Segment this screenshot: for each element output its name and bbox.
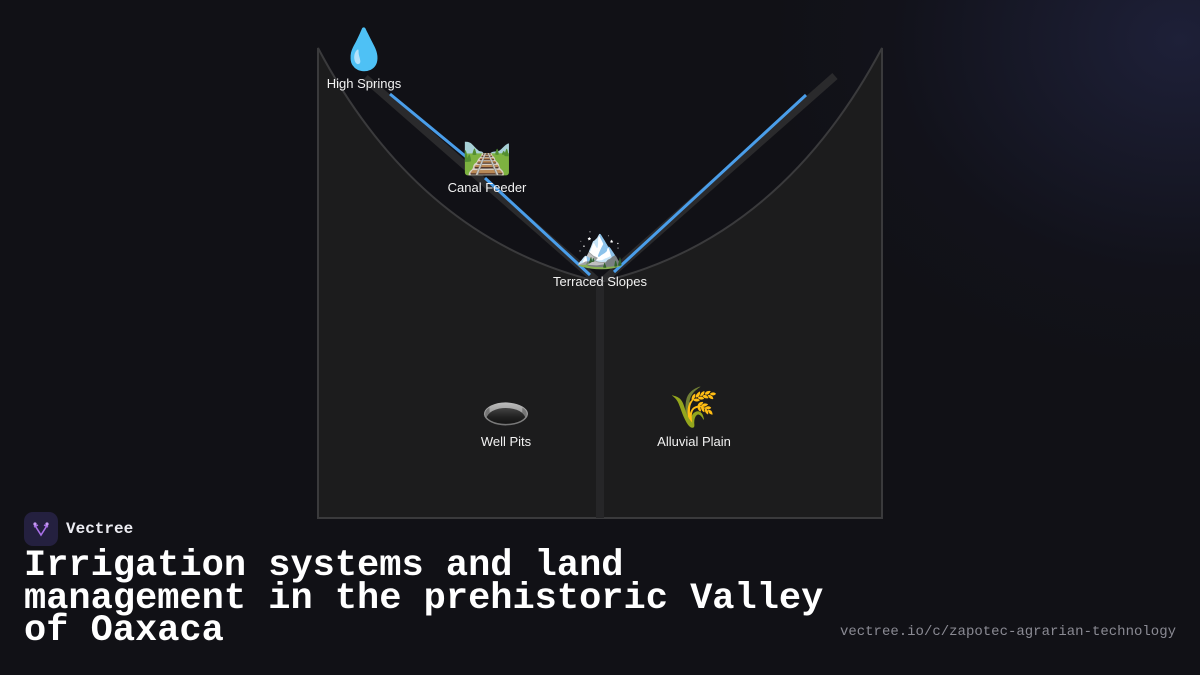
brand-name: Vectree (66, 520, 134, 538)
brand[interactable]: Vectree (24, 512, 133, 546)
hole-icon: 🕳️ (481, 385, 531, 431)
flow-canal-to-terraces (483, 176, 592, 277)
vectree-logo-icon (24, 512, 58, 546)
sheaf-of-rice-icon: 🌾 (669, 385, 719, 431)
node-alluvial-plain: 🌾 Alluvial Plain (657, 384, 731, 449)
page-title: Irrigation systems and land management i… (24, 545, 824, 652)
node-well-pits: 🕳️ Well Pits (481, 384, 531, 449)
droplet-icon: 💧 (339, 27, 389, 73)
node-label: High Springs (326, 76, 402, 91)
node-label: Alluvial Plain (657, 434, 731, 449)
node-high-springs: 💧 High Springs (327, 26, 401, 91)
node-terraced-slopes: 🏔️ Terraced Slopes (553, 224, 647, 289)
node-canal-feeder: 🛤️ Canal Feeder (448, 130, 527, 195)
source-url[interactable]: vectree.io/c/zapotec-agrarian-technology (839, 624, 1176, 640)
flow-right-slope (612, 93, 808, 274)
snow-capped-mountain-icon: 🏔️ (575, 225, 625, 271)
node-label: Terraced Slopes (553, 274, 647, 289)
node-label: Canal Feeder (447, 180, 527, 195)
railway-track-icon: 🛤️ (462, 131, 512, 177)
node-label: Well Pits (480, 434, 532, 449)
flow-high-springs-to-canal (389, 92, 471, 162)
